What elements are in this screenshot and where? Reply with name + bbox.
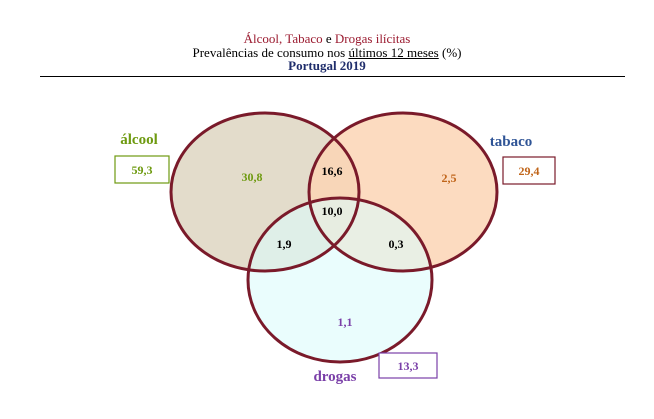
title-drogas: Drogas ilícitas — [334, 31, 411, 46]
tabaco-outline — [307, 111, 499, 273]
title-sep: , — [279, 31, 286, 46]
region-tabaco-drogas: 0,3 — [389, 237, 404, 251]
set-label-alcool: álcool — [120, 132, 158, 148]
set-label-tabaco: tabaco — [490, 134, 533, 150]
total-value-tabaco: 29,4 — [519, 164, 540, 178]
title-alcool: Álcool — [243, 31, 280, 46]
region-all-three: 10,0 — [322, 204, 343, 218]
alcool-outline — [169, 111, 361, 273]
subtitle-pre: Prevalências de consumo nos — [192, 45, 349, 60]
drogas-ellipse — [248, 198, 432, 362]
total-box-alcool — [114, 155, 170, 184]
total-value-drogas: 13,3 — [398, 359, 419, 373]
subtitle-underlined: últimos 12 meses — [348, 45, 439, 60]
drogas-outline — [246, 196, 434, 364]
region-drogas-only: 1,1 — [338, 315, 353, 329]
region-alcool-tabaco: 16,6 — [322, 164, 343, 178]
region-alcool-drogas: 1,9 — [277, 237, 292, 251]
total-box-drogas — [378, 352, 438, 379]
title-rule — [40, 76, 625, 77]
title-tabaco: Tabaco — [285, 31, 323, 46]
region-alcool-only: 30,8 — [242, 170, 263, 184]
title-line: Álcool, Tabaco e Drogas ilícitas — [0, 31, 654, 46]
title-sep: e — [322, 31, 335, 46]
subtitle-post: (%) — [438, 45, 462, 60]
region-label: Portugal 2019 — [288, 58, 366, 73]
total-box-tabaco — [502, 156, 556, 185]
set-label-drogas: drogas — [313, 369, 356, 385]
region-tabaco-only: 2,5 — [442, 171, 457, 185]
subtitle: Prevalências de consumo nos últimos 12 m… — [0, 45, 654, 60]
total-value-alcool: 59,3 — [132, 163, 153, 177]
